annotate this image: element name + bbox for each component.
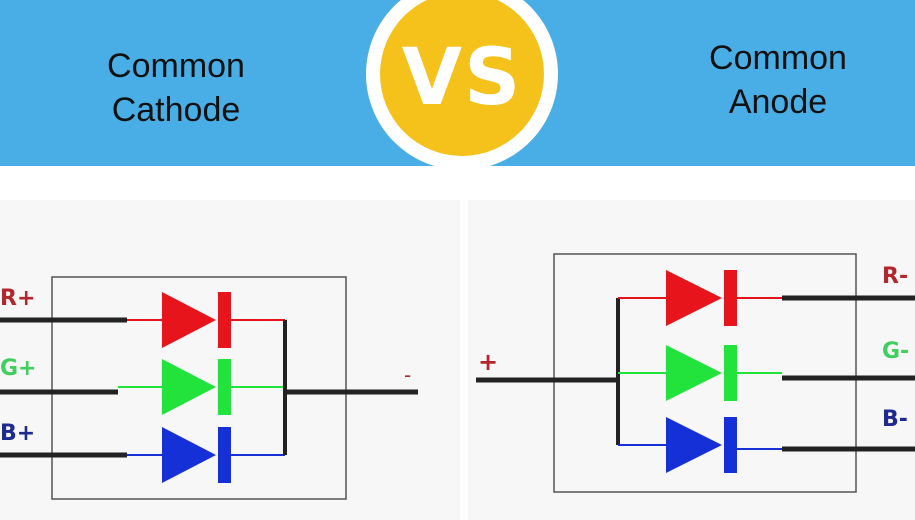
common-anode-title: Common Anode: [648, 36, 908, 124]
cathode-blue-diode-triangle: [162, 427, 216, 483]
cathode-red-diode-bar: [218, 292, 231, 348]
cathode-red-diode-triangle: [162, 292, 216, 348]
anode-blue-diode-bar: [724, 417, 737, 473]
anode-blue-diode-triangle: [666, 417, 722, 473]
anode-package-outline: [553, 253, 857, 493]
anode-blue-channel: [618, 417, 915, 473]
anode-label-blue: B-: [882, 407, 908, 432]
cathode-package-outline: [51, 276, 347, 500]
anode-label-common: +: [478, 348, 498, 376]
anode-red-diode-bar: [724, 270, 737, 326]
left-title-line1: Common: [107, 47, 245, 85]
right-title-line1: Common: [709, 39, 847, 77]
cathode-blue-diode-bar: [218, 427, 231, 483]
cathode-label-common: -: [404, 363, 411, 387]
cathode-green-diode-bar: [218, 359, 231, 415]
cathode-blue-channel: [0, 427, 285, 483]
cathode-green-channel: [0, 359, 285, 415]
cathode-label-green: G+: [0, 356, 37, 381]
vs-badge: VS: [380, 0, 544, 156]
common-anode-diagram: + R- G- B-: [476, 253, 915, 493]
anode-green-channel: [618, 345, 915, 401]
cathode-label-blue: B+: [0, 421, 35, 446]
vs-label: VS: [401, 33, 523, 123]
cathode-label-red: R+: [0, 286, 35, 311]
header-gap: [0, 166, 915, 200]
cathode-red-channel: [0, 292, 285, 348]
anode-label-red: R-: [882, 264, 908, 289]
anode-label-green: G-: [882, 339, 909, 364]
right-title-line2: Anode: [728, 83, 828, 121]
anode-green-diode-triangle: [666, 345, 722, 401]
cathode-green-diode-triangle: [162, 359, 216, 415]
anode-green-diode-bar: [724, 345, 737, 401]
anode-red-diode-triangle: [666, 270, 722, 326]
common-cathode-title: Common Cathode: [46, 44, 306, 132]
common-cathode-diagram: R+ G+ B+ -: [0, 276, 418, 500]
anode-red-channel: [618, 270, 915, 326]
left-title-line2: Cathode: [111, 91, 241, 129]
